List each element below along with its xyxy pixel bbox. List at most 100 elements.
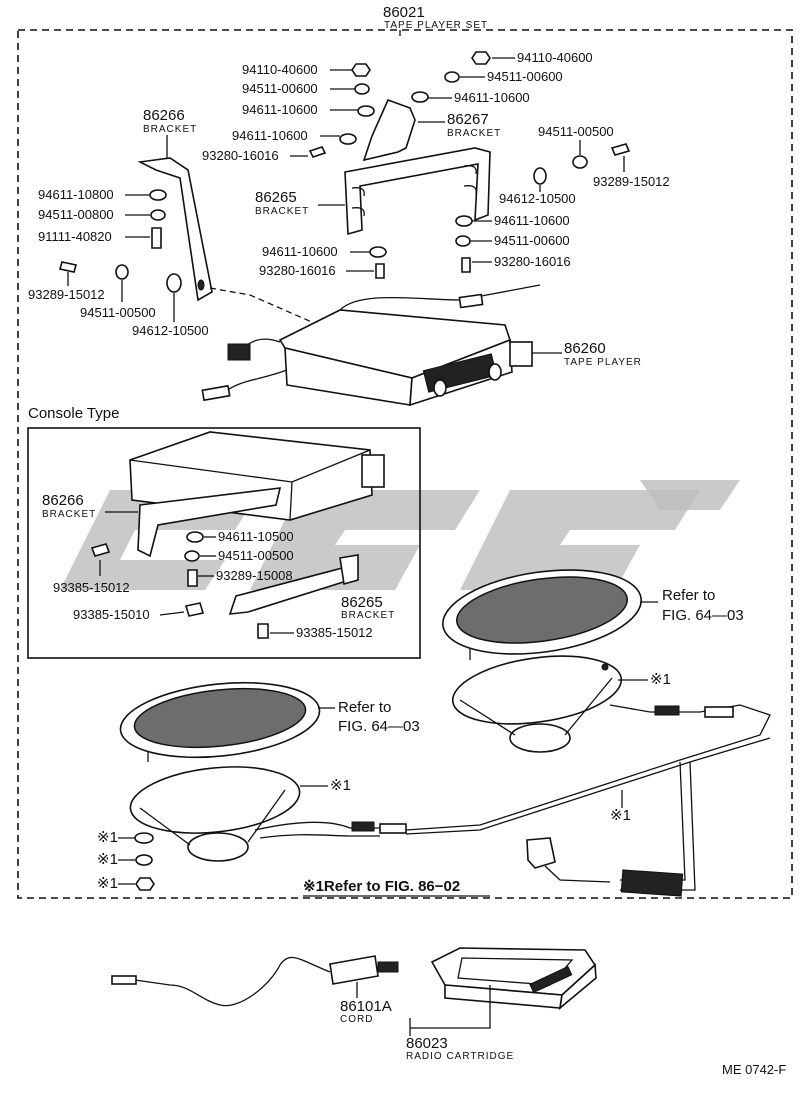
- hw-label-h18: 94511-00800: [38, 207, 114, 222]
- bolt-icon: [184, 602, 205, 617]
- mark-5: ※1: [97, 851, 118, 868]
- mark-2: ※1: [330, 777, 351, 794]
- hw-label-c3: 93385-15012: [53, 580, 130, 595]
- washer-icon: [186, 531, 204, 543]
- nut-icon: [135, 877, 155, 891]
- bolt-icon: [90, 543, 111, 557]
- mark-4: ※1: [97, 829, 118, 846]
- washer-icon: [166, 273, 182, 293]
- lock-washer-icon: [184, 550, 200, 562]
- washer-icon: [411, 91, 429, 103]
- bracket-86266-name: BRACKET: [143, 124, 197, 135]
- mark-6: ※1: [97, 875, 118, 892]
- radio-cartridge-drawing: [430, 947, 597, 1010]
- console-type-frame: [27, 427, 421, 659]
- lock-washer-icon: [572, 155, 588, 169]
- hw-label-h4: 94611-10600: [232, 128, 308, 143]
- hw-label-h9: 94511-00500: [538, 124, 614, 139]
- drawing-code: ME 0742-F: [722, 1062, 786, 1077]
- hw-label-h14: 93280-16016: [494, 254, 571, 269]
- speaker-grille-upper-right: [442, 569, 642, 660]
- console-bracket-b-name: BRACKET: [341, 610, 395, 621]
- cord-number: 86101A: [340, 998, 392, 1015]
- console-bracket-a-number: 86266: [42, 492, 84, 509]
- bolt-icon: [257, 623, 269, 639]
- bracket-86265-number: 86265: [255, 189, 297, 206]
- washer-icon: [455, 215, 473, 227]
- hardware-group-console: 94611-10500 94511-00500 93385-15012 9328…: [53, 529, 373, 640]
- hw-label-c1: 94611-10500: [218, 529, 294, 544]
- hw-label-c6: 93385-15012: [296, 625, 373, 640]
- speaker-lower-left: [129, 766, 301, 862]
- set-name: TAPE PLAYER SET: [384, 20, 488, 31]
- screw-icon: [58, 261, 78, 273]
- bolt-icon: [461, 257, 471, 273]
- bracket-86266-number: 86266: [143, 107, 185, 124]
- cord-drawing: [111, 955, 399, 1007]
- washer-icon: [357, 105, 375, 117]
- mark-3: ※1: [610, 807, 631, 824]
- bracket-86265-drawing: [344, 147, 491, 236]
- bracket-86265-name: BRACKET: [255, 206, 309, 217]
- hw-label-h8: 94611-10600: [454, 90, 530, 105]
- console-bracket-a-name: BRACKET: [42, 509, 96, 520]
- hw-label-h21: 94511-00500: [80, 305, 156, 320]
- hw-label-h19: 91111-40820: [38, 229, 112, 244]
- ref-upper-line2: FIG. 64—03: [662, 607, 744, 624]
- cord-name: CORD: [340, 1014, 373, 1025]
- ref-lower-line1: Refer to: [338, 699, 391, 716]
- radio-cartridge-number: 86023: [406, 1035, 448, 1052]
- screw-icon: [610, 143, 631, 156]
- lock-washer-icon: [115, 264, 129, 280]
- hw-label-h17: 94611-10800: [38, 187, 114, 202]
- set-number: 86021: [383, 4, 425, 21]
- speaker-grille-lower-left: [119, 681, 321, 762]
- lock-washer-icon: [354, 83, 370, 95]
- console-bracket-drawing: [129, 431, 385, 615]
- speaker-upper-right: [451, 655, 623, 753]
- hw-label-h2: 94511-00600: [242, 81, 318, 96]
- hw-label-h6: 94110-40600: [517, 50, 593, 65]
- bolt-icon: [151, 227, 162, 249]
- tape-player-drawing: [201, 284, 541, 407]
- bolt-icon: [187, 569, 198, 587]
- tape-player-name: TAPE PLAYER: [564, 357, 642, 368]
- console-bracket-b-number: 86265: [341, 594, 383, 611]
- hw-label-h13: 94511-00600: [494, 233, 570, 248]
- nut-icon: [471, 51, 491, 65]
- tape-player-number: 86260: [564, 340, 606, 357]
- hw-label-c5: 93385-15010: [73, 607, 150, 622]
- bolt-icon: [308, 146, 327, 158]
- wiring-harness: [254, 704, 771, 897]
- radio-cartridge-name: RADIO CARTRIDGE: [406, 1051, 514, 1062]
- hardware-group-speakers: ※1 ※1 ※1: [97, 829, 155, 892]
- hw-label-h15: 94611-10600: [262, 244, 338, 259]
- hw-label-h20: 93289-15012: [28, 287, 105, 302]
- bracket-86267-name: BRACKET: [447, 128, 501, 139]
- washer-icon: [134, 832, 154, 844]
- washer-icon: [339, 133, 357, 145]
- washer-icon: [149, 189, 167, 201]
- lock-washer-icon: [150, 209, 166, 221]
- footnote-ref: ※1Refer to FIG. 86−02: [303, 878, 460, 895]
- ref-lower-line2: FIG. 64—03: [338, 718, 420, 735]
- hw-label-c4: 93289-15008: [216, 568, 293, 583]
- bracket-86267-drawing: [362, 98, 416, 162]
- hw-label-h10: 93289-15012: [593, 174, 670, 189]
- lock-washer-icon: [135, 854, 153, 866]
- hw-label-h22: 94612-10500: [132, 323, 209, 338]
- hw-label-h1: 94110-40600: [242, 62, 318, 77]
- hardware-group-top: 94110-40600 94511-00600 94611-10600 9461…: [28, 50, 670, 338]
- mark-1: ※1: [650, 671, 671, 688]
- tape-player-set-frame: [17, 29, 793, 899]
- bracket-86266-drawing: [137, 135, 213, 302]
- nut-icon: [351, 63, 371, 77]
- console-type-title: Console Type: [28, 405, 119, 422]
- hw-label-h16: 93280-16016: [259, 263, 336, 278]
- bolt-icon: [375, 263, 385, 279]
- hw-label-c2: 94511-00500: [218, 548, 294, 563]
- washer-icon: [369, 246, 387, 258]
- bracket-86267-number: 86267: [447, 111, 489, 128]
- lock-washer-icon: [444, 71, 460, 83]
